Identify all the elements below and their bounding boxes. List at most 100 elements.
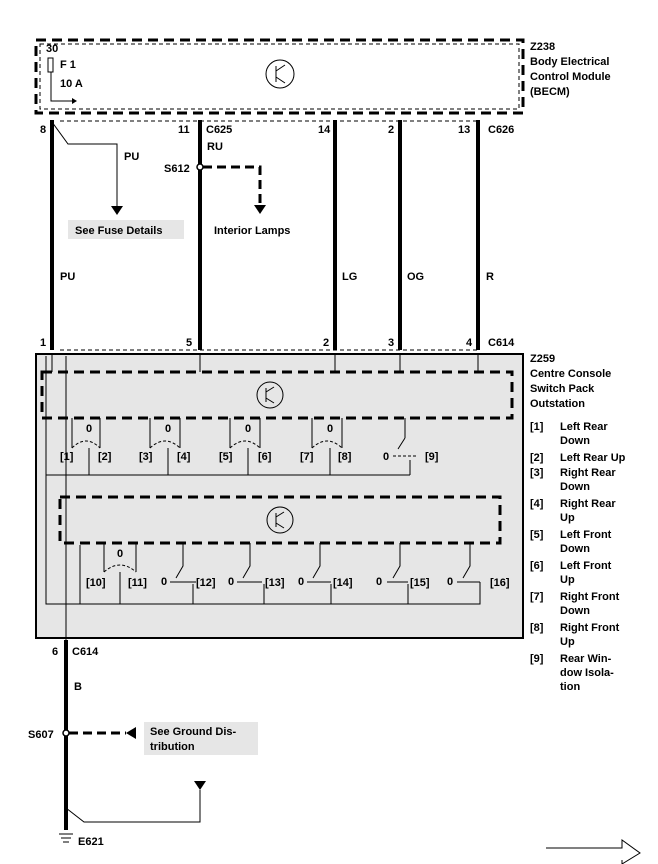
c614-pin-2: 2 [323,337,329,349]
switch-pack-title-3: Outstation [530,398,585,410]
zero-3: 0 [245,423,251,435]
switch-4: [4] [177,451,191,463]
connector-c626: C626 [488,124,514,136]
zero-5: 0 [383,451,389,463]
connector-c625: C625 [206,124,232,136]
ground-e621: E621 [78,836,104,848]
becm-fuse-rating: 10 A [60,78,83,90]
fuse-details-ref: See Fuse Details [75,225,162,237]
legend-text-2a: Left Rear Up [560,452,626,464]
switch-pack-id: Z259 [530,353,555,365]
switch-6: [6] [258,451,272,463]
legend-text-4a: Right Rear [560,498,616,510]
switch-14: [14] [333,577,353,589]
legend-text-3a: Right Rear [560,467,616,479]
becm-fuse-pin: 30 [46,43,58,55]
splice-s607-dot [62,729,70,737]
wire-pu-branch [51,121,118,207]
legend-text-7b: Down [560,605,590,617]
switch-2: [2] [98,451,112,463]
switch-1: [1] [60,451,74,463]
legend-text-4b: Up [560,512,575,524]
switch-7: [7] [300,451,314,463]
switch-pack-title-1: Centre Console [530,368,611,380]
pin-13: 13 [458,124,470,136]
lower-transistor-icon [266,506,294,534]
wire-label-b: B [74,681,82,693]
switch-12: [12] [196,577,216,589]
legend-key-9: [9] [530,653,544,665]
wire-label-og: OG [407,271,424,283]
legend-text-9b: dow Isola- [560,667,614,679]
legend-text-3b: Down [560,481,590,493]
switch-13: [13] [265,577,285,589]
wire-label-lg: LG [342,271,357,283]
switch-5: [5] [219,451,233,463]
connector-c614-bottom: C614 [72,646,99,658]
legend-key-1: [1] [530,421,544,433]
legend-text-8b: Up [560,636,575,648]
legend-key-5: [5] [530,529,544,541]
connector-c614-top: C614 [488,337,515,349]
becm-module-box [34,38,525,115]
c614-pin-1: 1 [40,337,46,349]
ground-dist-ref-2: tribution [150,741,195,753]
zero-10: 0 [376,576,382,588]
legend-text-1a: Left Rear [560,421,608,433]
legend-text-6a: Left Front [560,560,612,572]
switch-11: [11] [128,577,147,589]
interior-lamps-ref: Interior Lamps [214,225,290,237]
ground-return-wire [65,790,201,823]
legend-key-8: [8] [530,622,544,634]
upper-transistor-icon [256,381,284,409]
c614-pin-5: 5 [186,337,192,349]
zero-1: 0 [86,423,92,435]
zero-11: 0 [447,576,453,588]
legend-key-7: [7] [530,591,544,603]
switch-8: [8] [338,451,352,463]
legend-text-8a: Right Front [560,622,620,634]
switch-9: [9] [425,451,439,463]
legend-key-3: [3] [530,467,544,479]
wire-label-pu: PU [60,271,75,283]
pin-14: 14 [318,124,331,136]
internal-feed-lines [45,354,481,644]
ground-dist-ref-bg [144,722,258,755]
becm-title-3: (BECM) [530,86,570,98]
zero-2: 0 [165,423,171,435]
zero-4: 0 [327,423,333,435]
fuse-details-arrow-icon [111,206,123,215]
becm-transistor-icon [265,59,295,89]
fuse-symbol [47,57,54,73]
wire-label-pu-branch: PU [124,151,139,163]
ground-dist-ref-1: See Ground Dis- [150,726,237,738]
becm-title-2: Control Module [530,71,611,83]
bottom-pin-6: 6 [52,646,58,658]
ground-symbol-icon [59,833,73,843]
splice-s612-dot [196,163,204,171]
fuse-feed-line [50,72,72,102]
ground-dist-arrow-icon [126,727,136,739]
legend-key-2: [2] [530,452,544,464]
zero-8: 0 [228,576,234,588]
c614-pin-4: 4 [466,337,473,349]
legend-text-1b: Down [560,435,590,447]
row2-switches [103,543,481,604]
interior-lamps-wire [203,165,262,206]
ground-return-arrow-icon [194,781,206,790]
zero-9: 0 [298,576,304,588]
switch-16: [16] [490,577,510,589]
legend-text-9c: tion [560,681,580,693]
fuse-feed-arrow-icon [72,98,77,104]
legend-text-6b: Up [560,574,575,586]
wire-label-ru: RU [207,141,223,153]
becm-inner-outline [39,43,520,110]
splice-s612: S612 [164,163,190,175]
becm-title-1: Body Electrical [530,56,609,68]
c614-pin-3: 3 [388,337,394,349]
pin-2: 2 [388,124,394,136]
splice-s607: S607 [28,729,54,741]
legend-text-9a: Rear Win- [560,653,612,665]
pin-8: 8 [40,124,46,136]
